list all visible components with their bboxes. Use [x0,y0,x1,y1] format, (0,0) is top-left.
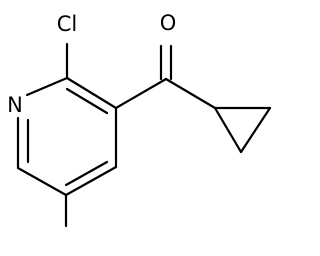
bond-inner-c3-c2 [65,87,109,115]
bond-inner-c5-c4 [64,160,109,187]
bond-c2-n1 [25,76,69,97]
bond-carbonyl-cyclopropyl [164,77,217,110]
atom-label-nitrogen: N [7,93,23,117]
atom-label-chlorine: Cl [57,12,78,36]
bond-c6-c5 [16,166,68,197]
bond-c3-carbonyl [114,77,168,110]
bond-c5-c4 [64,165,118,197]
atom-label-oxygen: O [160,11,177,35]
bond-cyclopropyl-left [213,106,243,154]
chemical-structure-diagram: Cl N O [7,11,272,228]
structure-canvas: Cl N O [7,11,272,228]
bond-c3-c2 [65,76,118,110]
bond-cyclopropyl-bottom [239,106,272,154]
